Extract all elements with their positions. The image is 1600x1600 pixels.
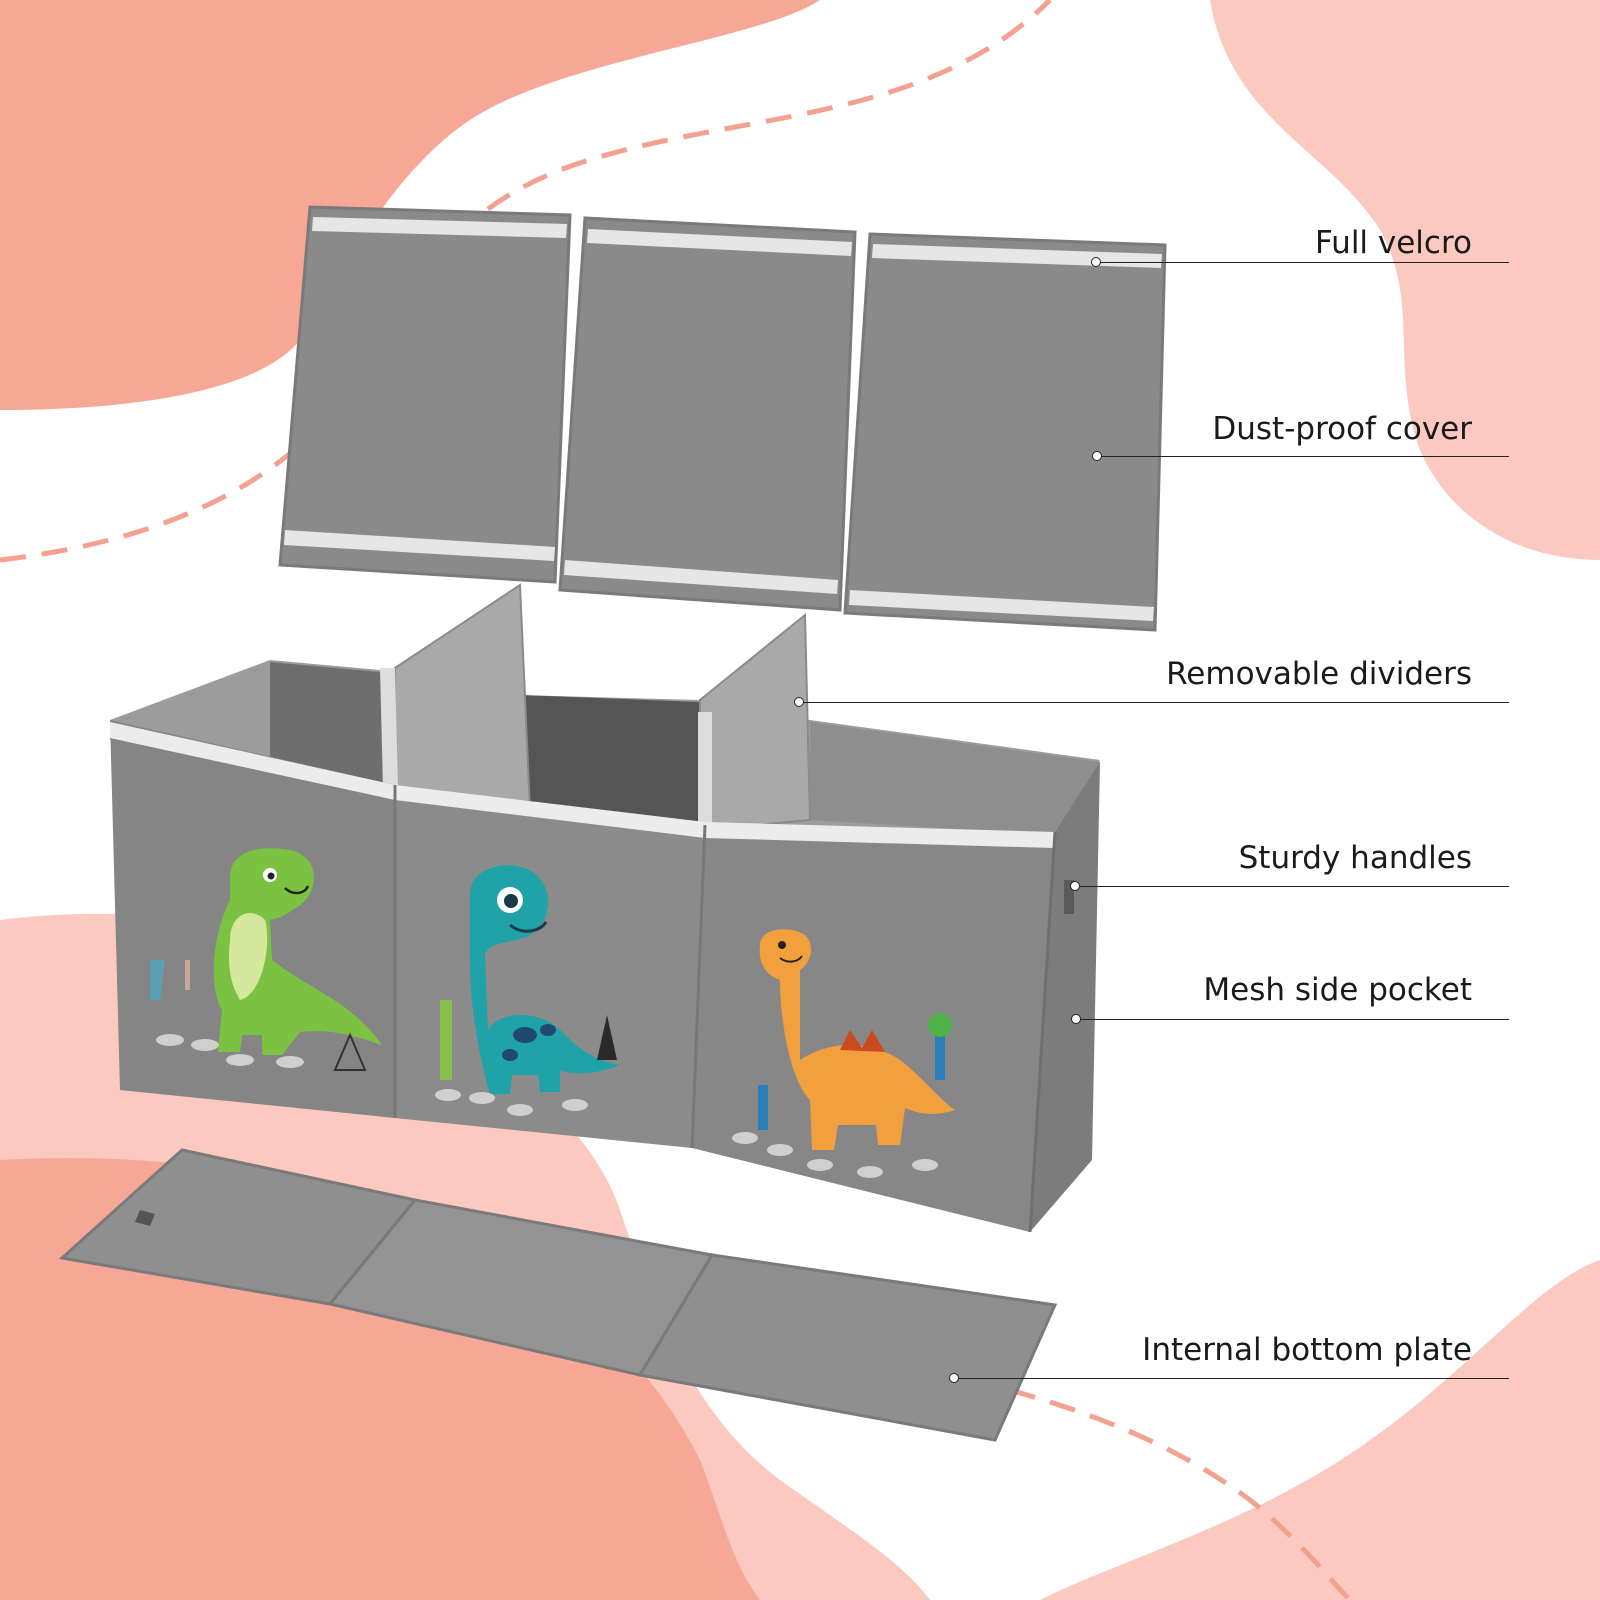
leader-line xyxy=(1079,1019,1509,1020)
divider-2 xyxy=(699,612,812,832)
storage-box xyxy=(110,583,1100,1233)
callout-label: Removable dividers xyxy=(1166,656,1472,692)
callout-dot xyxy=(1070,881,1080,891)
pink-blob-top-right xyxy=(1210,0,1600,560)
lid-cover xyxy=(278,205,1167,632)
leader-line xyxy=(957,1378,1509,1379)
callout-label: Sturdy handles xyxy=(1238,840,1472,876)
callout-label: Full velcro xyxy=(1315,225,1472,261)
callout-label: Internal bottom plate xyxy=(1142,1332,1472,1368)
leader-line xyxy=(802,702,1509,703)
pink-blob-top-left xyxy=(0,0,820,410)
dashed-curve-bottom xyxy=(1009,1387,1352,1600)
leader-line xyxy=(1097,262,1509,263)
callout-dot xyxy=(949,1373,959,1383)
divider-1 xyxy=(394,583,532,812)
callout-dot xyxy=(1071,1014,1081,1024)
bottom-plate xyxy=(58,1148,1058,1442)
callout-label: Mesh side pocket xyxy=(1203,972,1472,1008)
lid-panel-2 xyxy=(558,216,857,612)
orange-dinosaur-print xyxy=(732,929,955,1178)
callout-dot xyxy=(1091,257,1101,267)
callout-dot xyxy=(794,697,804,707)
green-dinosaur-print xyxy=(150,848,382,1071)
leader-line xyxy=(1100,456,1509,457)
lid-panel-3 xyxy=(843,232,1167,632)
pink-blob-bottom-right xyxy=(1040,1260,1600,1600)
callout-dot xyxy=(1092,451,1102,461)
lid-panel-1 xyxy=(278,205,572,584)
leader-line xyxy=(1078,886,1509,887)
teal-dinosaur-print xyxy=(435,865,620,1116)
callout-label: Dust-proof cover xyxy=(1212,411,1472,447)
